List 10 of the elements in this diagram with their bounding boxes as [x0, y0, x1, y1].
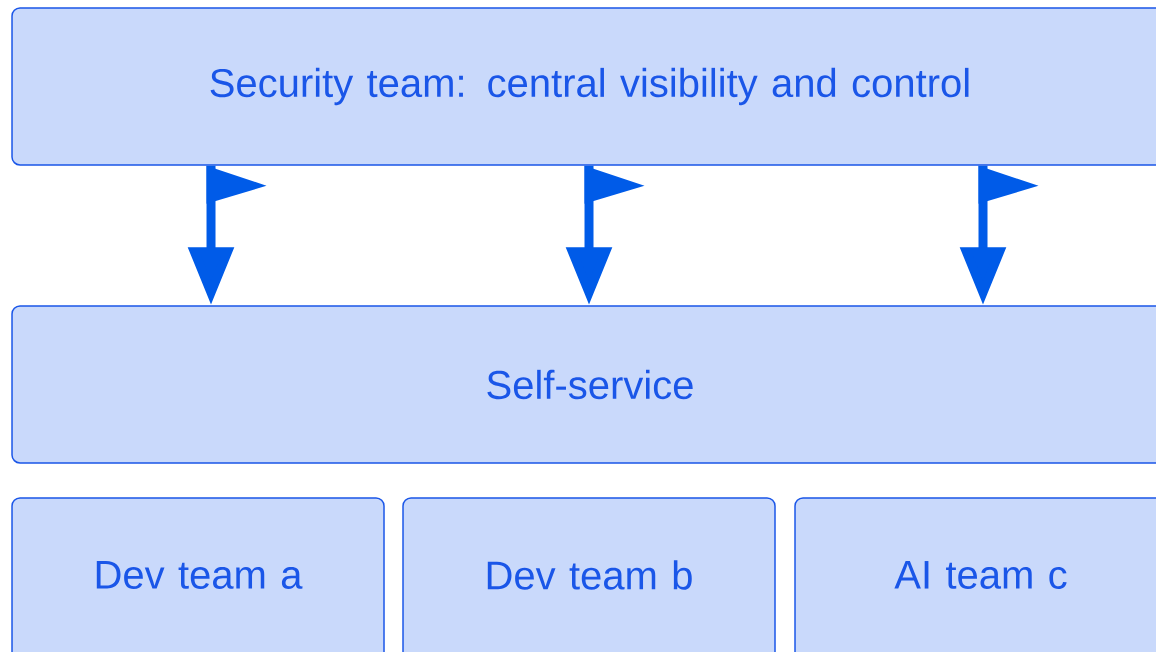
team-box — [11, 497, 385, 652]
header-box — [11, 7, 1156, 166]
box-label: Dev team a — [96, 561, 303, 589]
box-label: Self-service — [487, 369, 693, 400]
team-box — [402, 497, 776, 652]
box-label: AI team c — [894, 561, 1067, 589]
layer-box — [11, 305, 1156, 464]
team-box — [794, 497, 1156, 652]
box-label: Dev team b — [487, 560, 692, 590]
box-label: Security team: central visibility and control — [210, 67, 969, 106]
